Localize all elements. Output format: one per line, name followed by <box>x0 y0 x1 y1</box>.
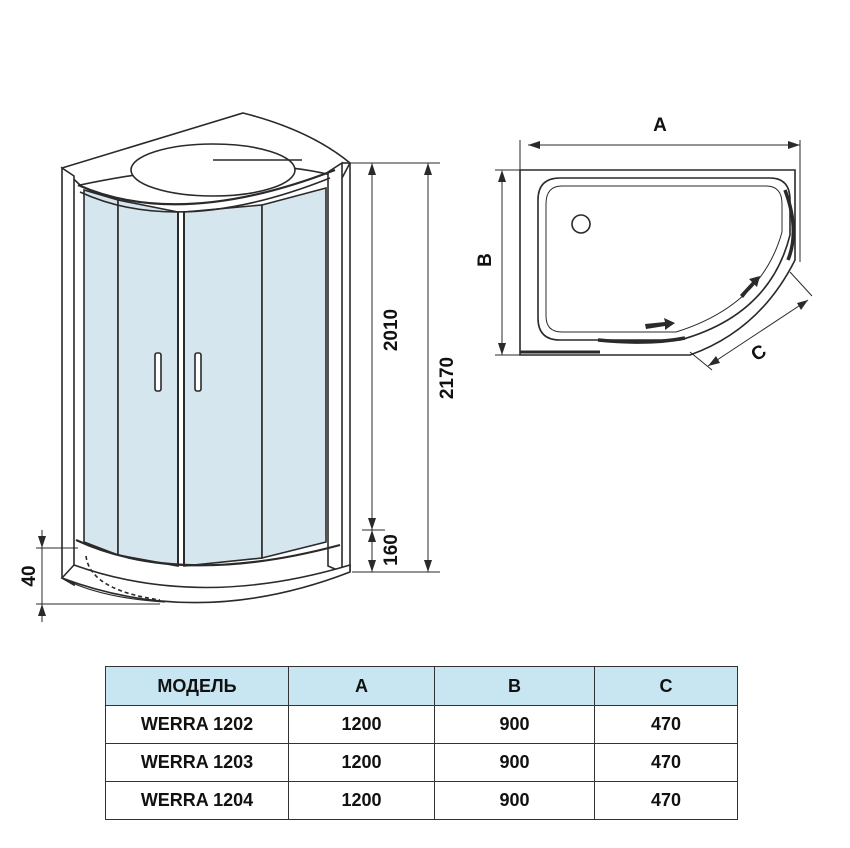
total-height-label: 2170 <box>437 357 458 399</box>
header-c: C <box>594 666 738 706</box>
top-view <box>495 140 813 371</box>
shower-cabin-technical-drawing: 2010 2170 160 40 <box>19 112 813 622</box>
width-letter-label: A <box>653 115 667 136</box>
table-row: WERRA 1203 1200 900 470 <box>105 743 738 782</box>
base-offset-label: 40 <box>19 565 40 586</box>
slide-arrow-up-icon <box>740 276 760 298</box>
glass-right-fixed <box>261 186 327 560</box>
cell-b: 900 <box>434 743 595 782</box>
door-letter-label: C <box>748 341 771 366</box>
header-b: B <box>434 666 595 706</box>
sliding-door-arc <box>597 336 686 344</box>
table-header-row: МОДЕЛЬ A B C <box>105 666 738 706</box>
header-model: МОДЕЛЬ <box>105 666 289 706</box>
header-a: A <box>288 666 435 706</box>
table-row: WERRA 1204 1200 900 470 <box>105 781 738 820</box>
tray-height-label: 160 <box>381 534 402 566</box>
door-slide-arrows <box>645 276 760 330</box>
top-arrowheads <box>498 141 808 366</box>
bottom-rail <box>75 539 341 567</box>
cabin-height-label: 2010 <box>381 309 402 351</box>
shower-tray <box>60 563 351 604</box>
cell-a: 1200 <box>288 743 435 782</box>
cell-c: 470 <box>594 705 738 744</box>
model-dimensions-table: МОДЕЛЬ A B C WERRA 1202 1200 900 470 WER… <box>105 666 738 820</box>
cell-model: WERRA 1204 <box>105 781 289 820</box>
tray-outline <box>519 169 796 356</box>
cell-model: WERRA 1202 <box>105 705 289 744</box>
left-door-handle <box>154 352 162 392</box>
front-view <box>36 112 440 622</box>
roof-light-opening <box>130 143 296 197</box>
front-arrowheads <box>38 163 432 616</box>
cell-b: 900 <box>434 705 595 744</box>
cell-b: 900 <box>434 781 595 820</box>
cell-c: 470 <box>594 743 738 782</box>
drain-hole <box>571 214 591 234</box>
right-door-handle <box>194 352 202 392</box>
left-frame-post <box>61 166 75 587</box>
glass-left-door <box>117 199 179 567</box>
glass-left-fixed <box>83 188 119 557</box>
cell-model: WERRA 1203 <box>105 743 289 782</box>
table-row: WERRA 1202 1200 900 470 <box>105 705 738 744</box>
right-frame-post <box>327 161 343 574</box>
depth-letter-label: B <box>475 253 496 267</box>
slide-arrow-right-icon <box>645 318 675 330</box>
cell-a: 1200 <box>288 781 435 820</box>
tray-basin <box>537 177 791 341</box>
cell-c: 470 <box>594 781 738 820</box>
cell-a: 1200 <box>288 705 435 744</box>
top-rail <box>77 168 336 206</box>
